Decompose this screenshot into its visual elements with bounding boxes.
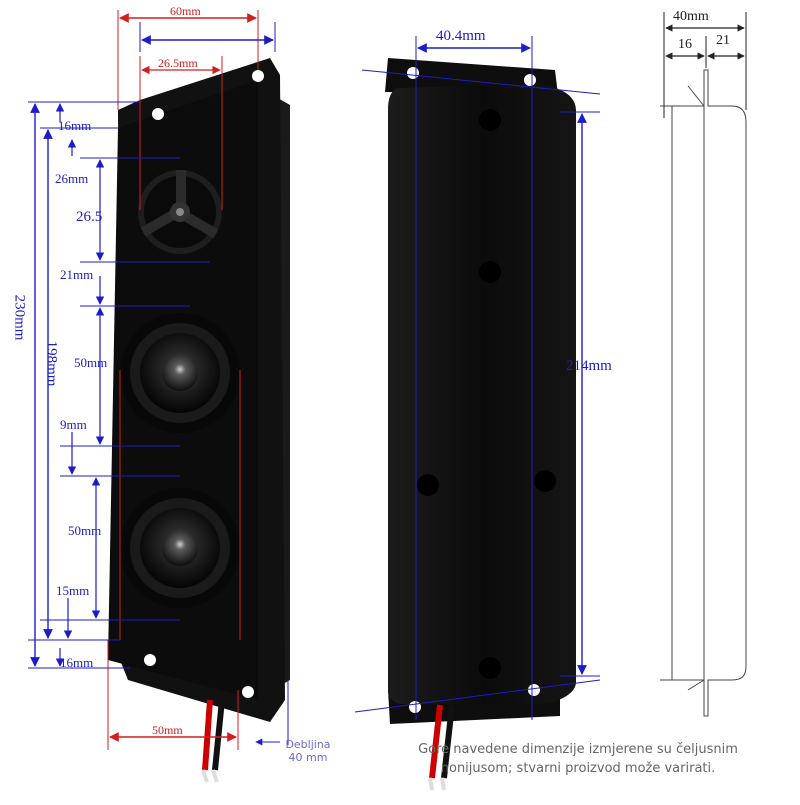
label-back-height: 214mm	[566, 358, 612, 374]
label-woofer1-size: 50mm	[74, 355, 108, 370]
side-profile-outline	[671, 69, 747, 717]
label-gap-after-woofer2: 15mm	[56, 583, 90, 598]
label-back-width: 40.4mm	[436, 28, 486, 44]
woofer-bottom-icon	[120, 488, 240, 608]
back-mount-hole-top-right	[524, 74, 536, 86]
label-side-depth: 40mm	[673, 9, 709, 24]
label-width-total: 60mm	[170, 4, 201, 18]
tweeter-icon	[138, 170, 222, 254]
mount-hole-top-left	[152, 108, 164, 120]
back-body	[388, 84, 576, 704]
label-top-margin: 16mm	[58, 118, 92, 133]
mount-hole-bottom-left	[144, 654, 156, 666]
label-mount-height: 198mm	[43, 340, 60, 387]
footnote: Gore navedene dimenzije izmjerene su čel…	[418, 742, 738, 776]
back-mount-hole-bottom-right	[528, 684, 540, 696]
label-thickness-note: Debljina 40 mm	[285, 738, 331, 764]
label-side-back: 21	[716, 33, 730, 48]
back-screw-5	[479, 657, 501, 679]
label-woofer2-size: 50mm	[68, 523, 102, 538]
label-gap-between-woofers: 9mm	[60, 417, 87, 432]
mount-hole-bottom-right	[242, 686, 254, 698]
back-screw-2	[479, 261, 501, 283]
label-side-front: 16	[678, 37, 692, 52]
label-total-height: 230mm	[11, 294, 28, 341]
back-screw-3	[417, 474, 439, 496]
label-tweeter-size: 26.5	[76, 209, 103, 225]
back-screw-1	[479, 109, 501, 131]
back-wire-black	[441, 704, 455, 779]
front-view	[28, 10, 290, 783]
label-inner-width: 26.5mm	[158, 56, 198, 70]
back-screw-4	[534, 470, 556, 492]
woofer-top-icon	[120, 313, 240, 433]
back-mount-hole-bottom-left	[409, 701, 421, 713]
back-view	[354, 36, 601, 791]
label-gap-after-tweeter: 21mm	[60, 267, 94, 282]
front-wire-black	[212, 699, 225, 771]
label-tweeter-offset: 26mm	[55, 171, 89, 186]
back-mount-hole-top-left	[407, 67, 419, 79]
mount-hole-top-right	[252, 70, 264, 82]
label-bottom-width: 50mm	[152, 723, 183, 737]
front-wire-red	[202, 699, 213, 771]
back-wire-red	[429, 704, 443, 779]
side-view	[660, 12, 747, 717]
label-bottom-margin: 16mm	[60, 655, 94, 670]
